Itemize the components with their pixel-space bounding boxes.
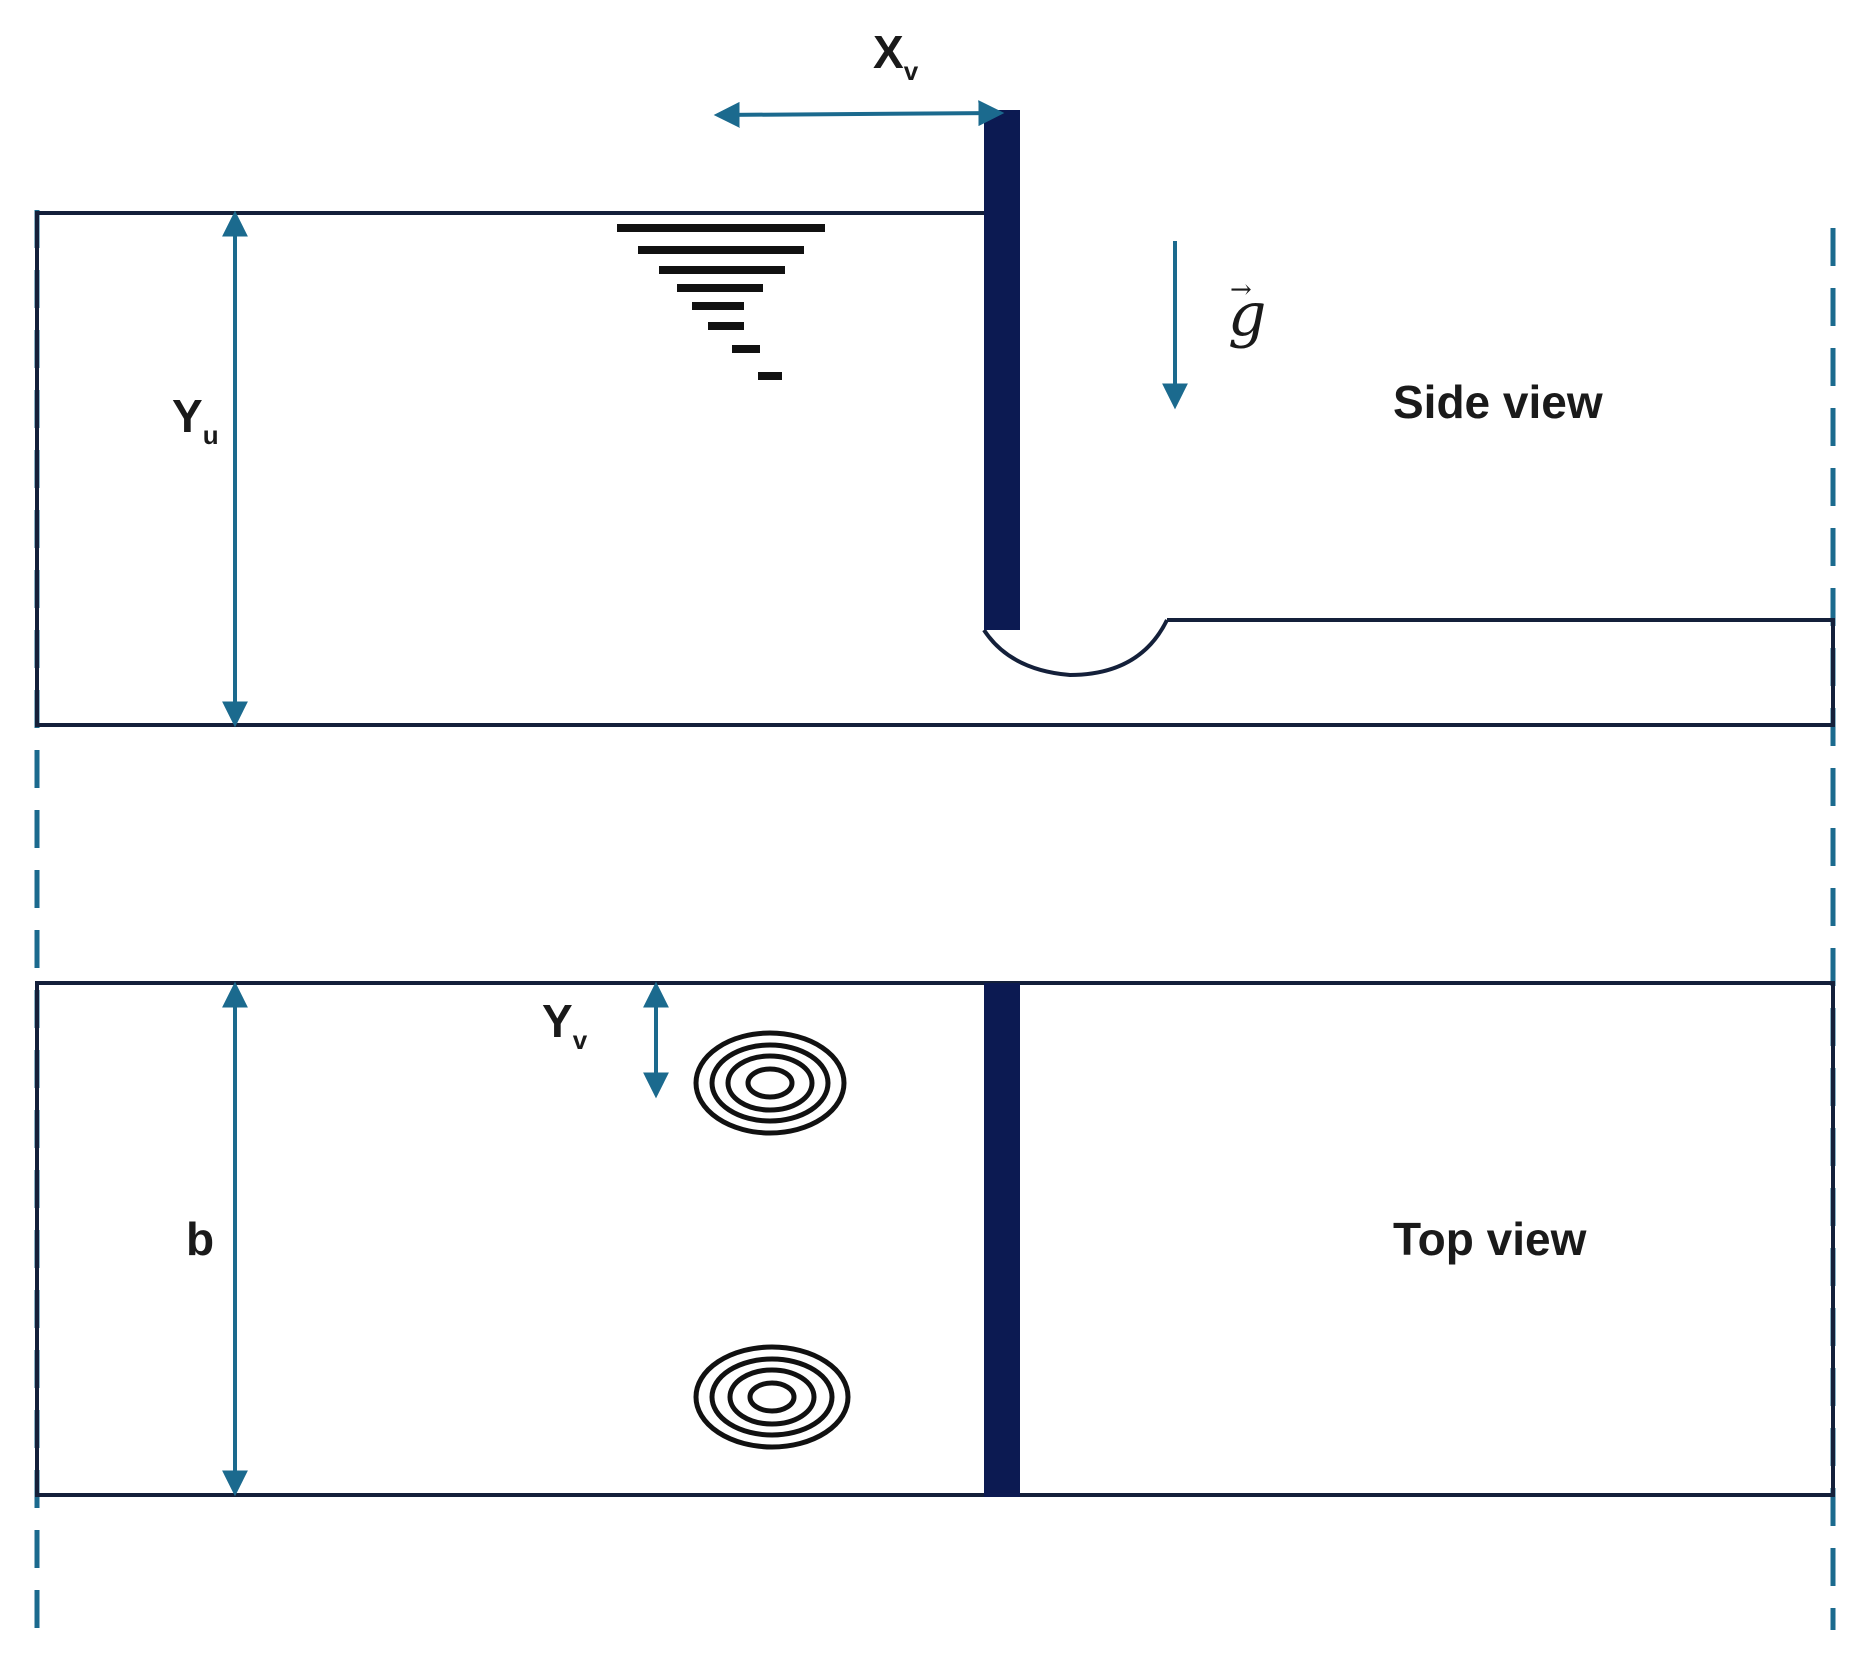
sluice-gate xyxy=(984,110,1020,630)
yv-label: Yv xyxy=(542,995,588,1055)
yu-label: Yu xyxy=(172,390,219,450)
side-view-upstream-outline xyxy=(35,211,1835,727)
top-view-gate xyxy=(984,983,1020,1497)
b-label: b xyxy=(186,1213,214,1265)
water-surface-icon xyxy=(617,224,825,380)
xv-dimension-arrow xyxy=(713,100,1005,128)
gravity-symbol: g xyxy=(1228,280,1266,350)
side-view: Xv Yu g → Side view xyxy=(35,26,1835,728)
vortex-icon-lower xyxy=(693,1344,851,1450)
top-view-label: Top view xyxy=(1393,1213,1587,1265)
top-view: b Yv Top view xyxy=(35,981,1835,1497)
top-view-outline xyxy=(35,981,1835,1497)
vortex-icon-upper xyxy=(693,1030,847,1136)
gravity-vector-mark: → xyxy=(1230,275,1252,305)
side-view-label: Side view xyxy=(1393,376,1603,428)
xv-label: Xv xyxy=(873,26,919,86)
scour-hole xyxy=(982,619,1169,678)
